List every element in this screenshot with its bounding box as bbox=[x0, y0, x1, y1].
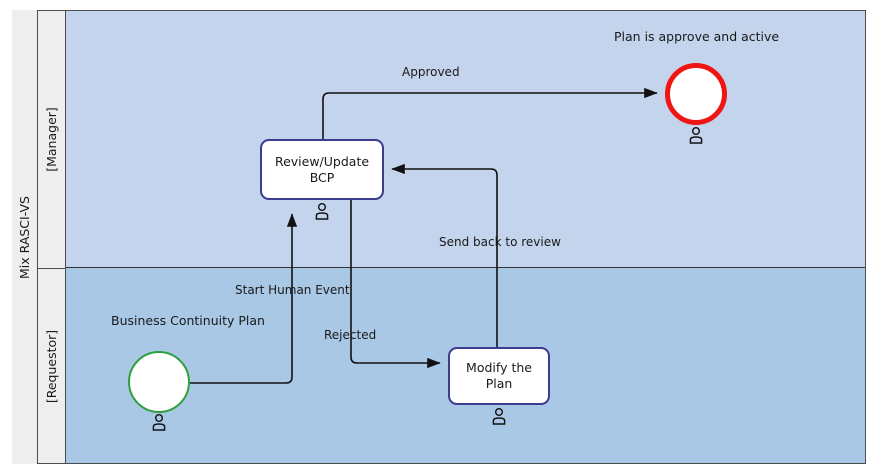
start-event[interactable] bbox=[128, 351, 190, 413]
end-event-label: Plan is approve and active bbox=[614, 29, 780, 44]
pool-title-label: Mix RASCI-VS bbox=[17, 195, 33, 279]
start-event-label: Business Continuity Plan bbox=[111, 313, 265, 328]
edge-label-send-back: Send back to review bbox=[439, 235, 561, 249]
lane-manager-header: [Manager] bbox=[38, 11, 66, 268]
lane-manager-body bbox=[66, 11, 865, 268]
end-event[interactable] bbox=[665, 63, 727, 125]
pool-title: Mix RASCI-VS bbox=[12, 10, 38, 464]
lane-manager-label: [Manager] bbox=[44, 107, 60, 172]
edge-label-rejected: Rejected bbox=[324, 328, 377, 342]
edge-label-start-human-event: Start Human Event bbox=[235, 283, 350, 297]
user-marker-icon bbox=[689, 127, 703, 144]
task-modify-line2: Plan bbox=[485, 376, 513, 391]
lane-manager: [Manager] bbox=[38, 11, 865, 268]
user-marker-icon bbox=[152, 414, 166, 431]
task-modify-line1: Modify the bbox=[466, 360, 532, 376]
user-marker-icon bbox=[492, 408, 506, 425]
user-marker-icon bbox=[315, 203, 329, 220]
lane-requestor-label: [Requestor] bbox=[44, 329, 60, 403]
edge-label-approved: Approved bbox=[402, 65, 460, 79]
lane-requestor-header: [Requestor] bbox=[38, 268, 66, 463]
task-review-line2: BCP bbox=[309, 169, 335, 185]
task-review-line1: Review/Update bbox=[274, 153, 370, 169]
